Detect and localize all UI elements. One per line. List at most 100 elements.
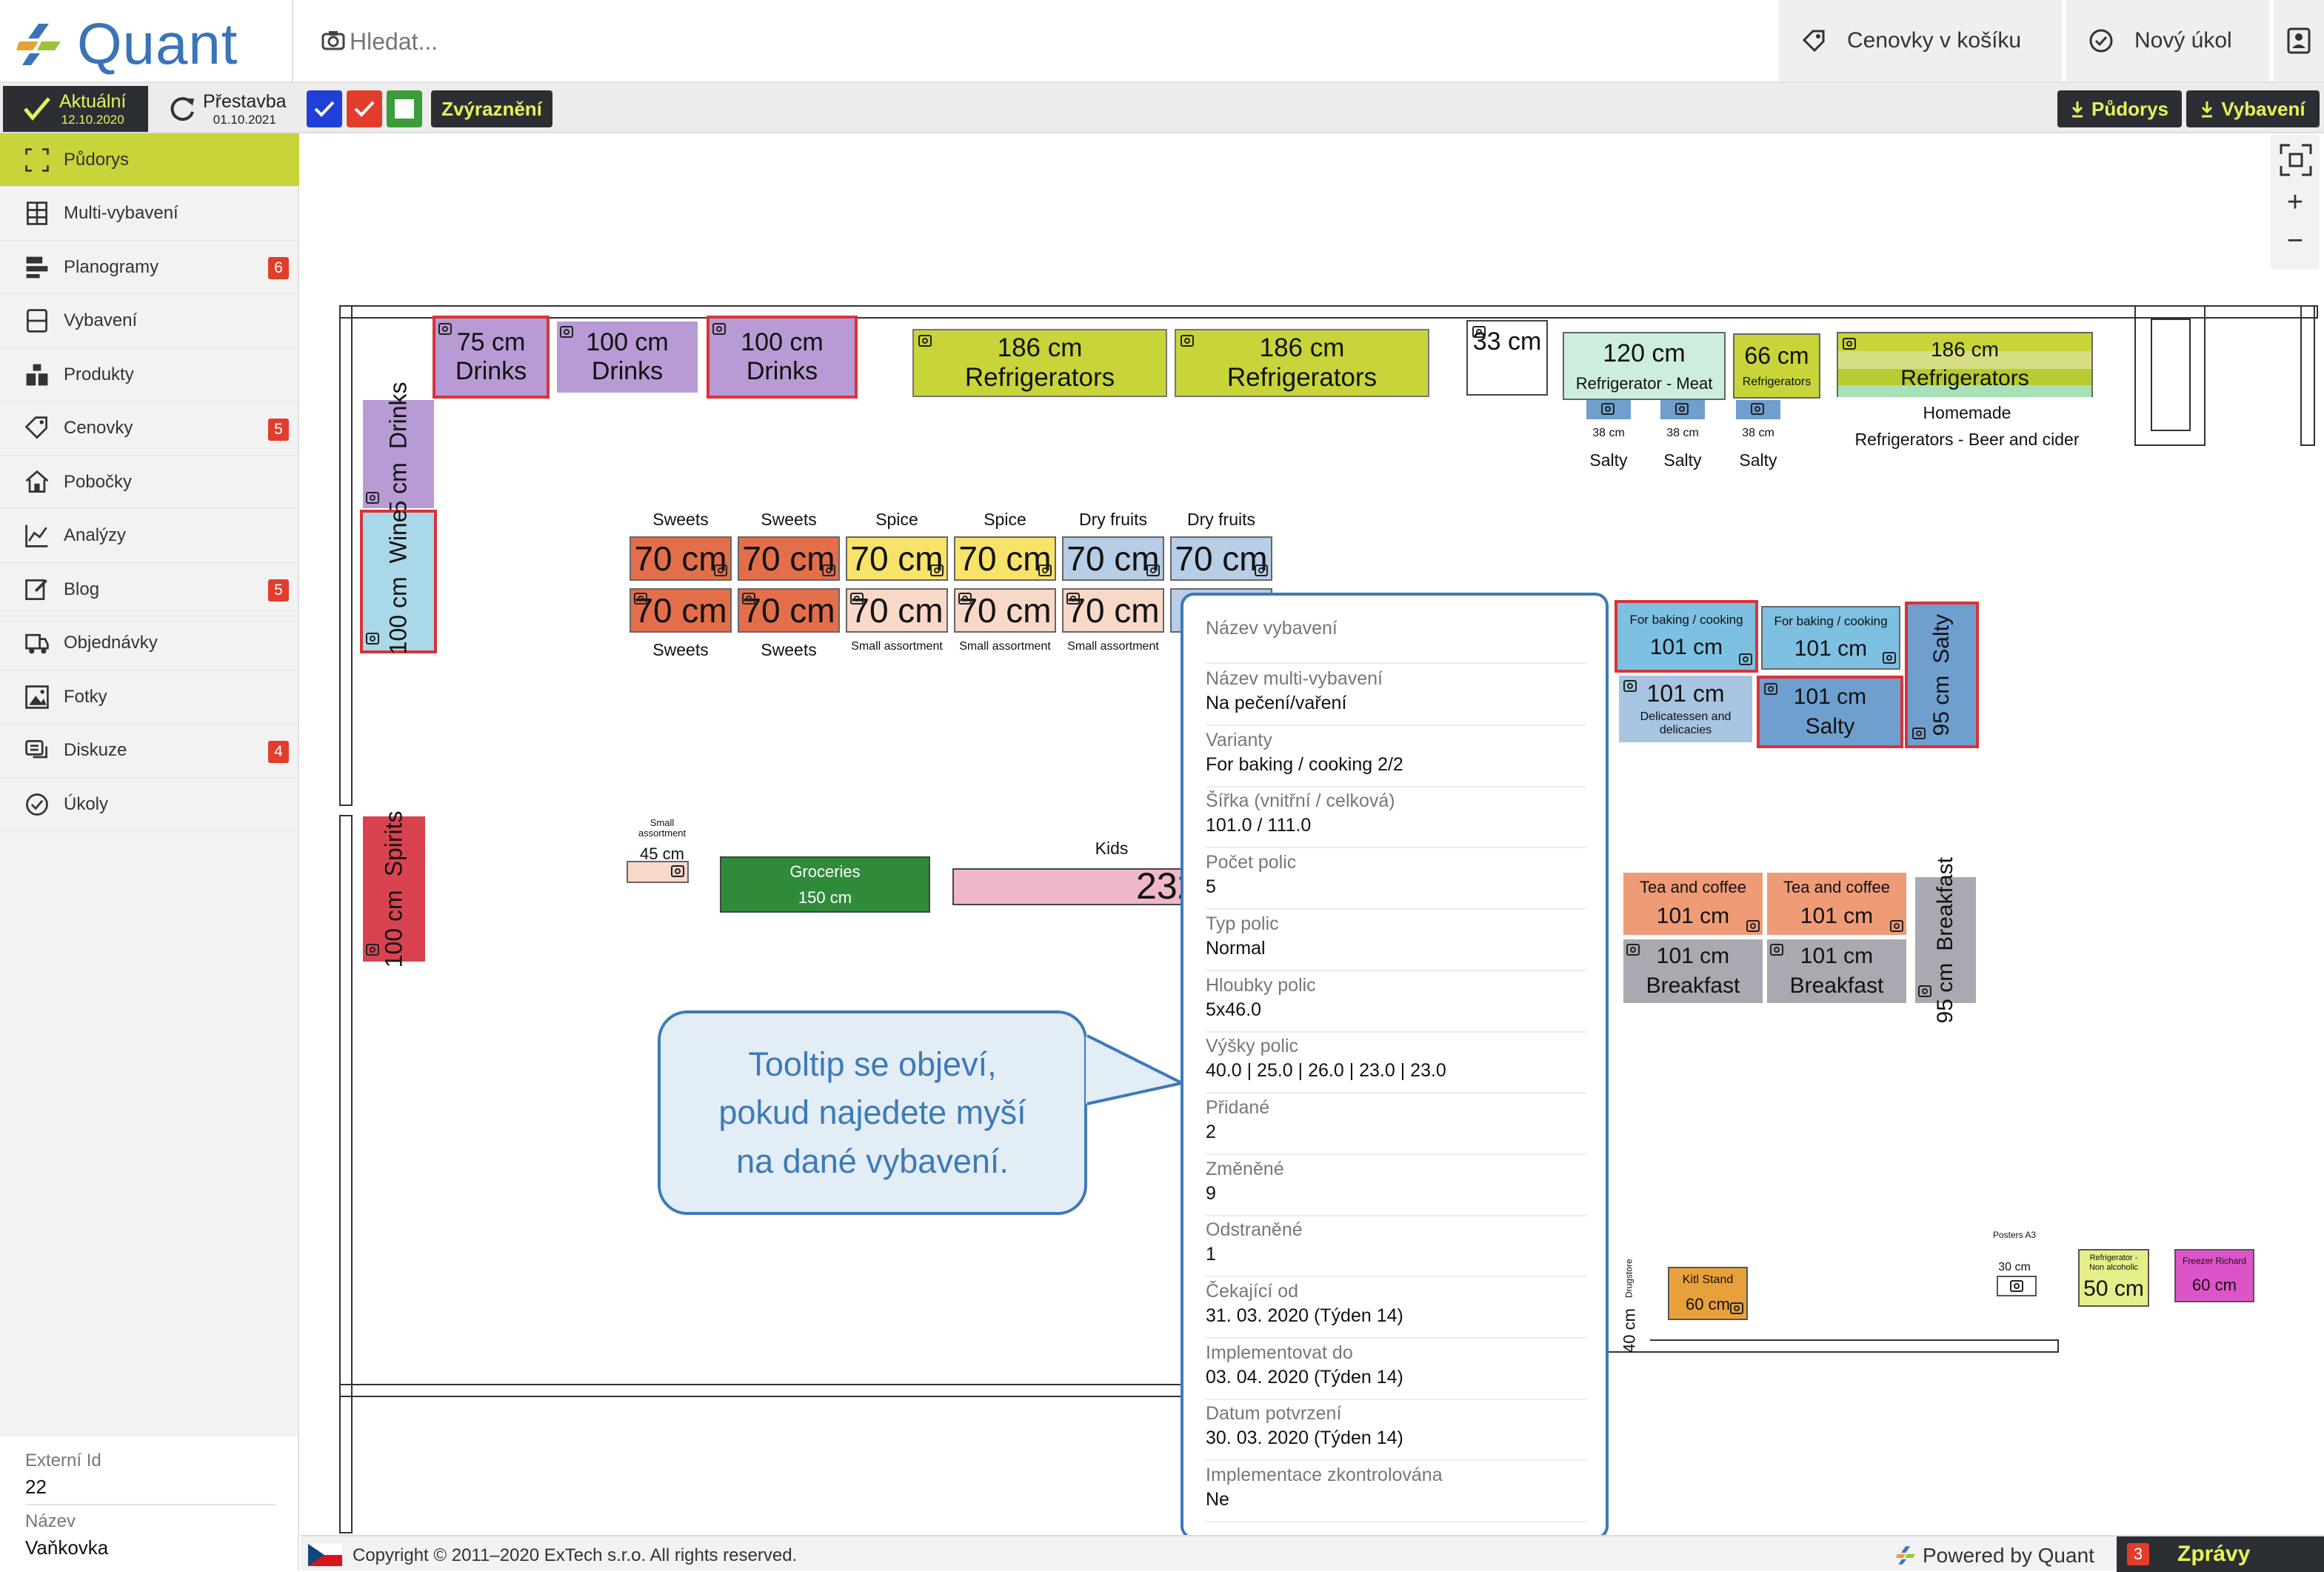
fixture-bottom-row-4[interactable]: 70 cm — [954, 588, 1056, 633]
download-floorplan-button[interactable]: Půdorys — [2057, 90, 2182, 127]
edit-icon — [22, 575, 52, 605]
rebuild-version-button[interactable]: Přestavba 01.10.2021 — [151, 86, 296, 132]
fixture-name: Refrigerators — [1900, 365, 2029, 390]
sidebar-item-label: Úkoly — [64, 793, 109, 814]
search-input[interactable] — [348, 21, 1385, 62]
fixture-top-row-4[interactable]: 70 cm — [954, 536, 1056, 581]
camera-icon — [822, 564, 835, 576]
grid-icon — [22, 199, 52, 228]
fixture-name: Dry fruits — [1079, 510, 1147, 529]
fixture-width: 100 cm — [741, 327, 824, 356]
current-version-button[interactable]: Aktuální 12.10.2020 — [3, 86, 148, 132]
tooltip-row: Šířka (vnitřní / celková)101.0 / 111.0 — [1206, 786, 1586, 849]
tooltip-key: Datum potvrzení — [1206, 1403, 1342, 1425]
sidebar-item-5[interactable]: Produkty — [0, 348, 299, 402]
fixture-bottom-row-2[interactable]: 70 cm — [738, 588, 840, 633]
fixture-small-33[interactable]: 33 cm — [1466, 320, 1548, 396]
fixture-top-row-5[interactable]: 70 cm — [1062, 536, 1164, 581]
fixture-top-row-6[interactable]: 70 cm — [1170, 536, 1272, 581]
fixture-name: Groceries — [789, 862, 861, 881]
fixture-salty-38-1[interactable] — [1586, 400, 1631, 419]
fixture-posters[interactable] — [1997, 1276, 2037, 1296]
czech-flag-icon[interactable] — [308, 1544, 342, 1566]
fixture-name: Tea and coffee — [1783, 878, 1890, 897]
fixture-name: Small assortment — [959, 640, 1051, 653]
highlight-blue-checkbox[interactable] — [307, 90, 342, 127]
camera-icon — [1472, 326, 1486, 338]
quant-logo-icon[interactable] — [16, 22, 64, 65]
sidebar-item-4[interactable]: Vybavení — [0, 295, 299, 348]
fixture-bottom-row-5[interactable]: 70 cm — [1062, 588, 1164, 633]
sidebar-item-7[interactable]: Pobočky — [0, 456, 299, 509]
sidebar-item-10[interactable]: Objednávky — [0, 617, 299, 670]
zoom-in-button[interactable]: + — [2286, 187, 2304, 218]
download-equipment-button[interactable]: Vybavení — [2186, 90, 2320, 127]
fixture-name: Spice — [875, 510, 918, 529]
fixture-width: 70 cm — [958, 539, 1052, 578]
camera-search-icon[interactable] — [321, 30, 345, 50]
new-task-button[interactable]: Nový úkol — [2065, 0, 2269, 81]
sidebar-item-2[interactable]: Multi-vybavení — [0, 187, 299, 241]
fit-screen-icon[interactable] — [2278, 142, 2314, 178]
messages-button[interactable]: 3 Zprávy — [2117, 1536, 2324, 1572]
logo-text[interactable]: Quant — [77, 11, 238, 76]
fixture-bottom-row-3[interactable]: 70 cm — [846, 588, 948, 633]
fixture-bottom-row-1[interactable]: 70 cm — [630, 588, 732, 633]
user-profile-button[interactable] — [2272, 0, 2324, 81]
highlight-button[interactable]: Zvýraznění — [431, 90, 552, 127]
zoom-out-button[interactable]: − — [2286, 225, 2304, 256]
tooltip-key: Výšky polic — [1206, 1036, 1299, 1057]
rebuild-version-date: 01.10.2021 — [213, 112, 276, 127]
fixture-name: Kitl Stand — [1682, 1273, 1734, 1287]
fixture-small-assortment-45[interactable] — [627, 861, 689, 883]
fixture-top-row-2[interactable]: 70 cm — [738, 536, 840, 581]
highlight-green-checkbox[interactable] — [387, 90, 422, 127]
sidebar-item-1[interactable]: Půdorys — [0, 133, 299, 187]
fixture-top-row-3[interactable]: 70 cm — [846, 536, 948, 581]
fixture-width: 186 cm — [997, 333, 1083, 362]
powered-by-text[interactable]: Powered by Quant — [1923, 1544, 2094, 1567]
fixture-salty-38-3[interactable] — [1736, 400, 1780, 419]
highlight-red-checkbox[interactable] — [347, 90, 382, 127]
callout-line-1: Tooltip se objeví, — [748, 1045, 997, 1084]
sidebar-item-11[interactable]: Fotky — [0, 670, 299, 724]
cart-tags-button[interactable]: Cenovky v košíku — [1777, 0, 2062, 81]
sidebar-item-8[interactable]: Analýzy — [0, 510, 299, 563]
fixture-salty-38-2[interactable] — [1660, 400, 1705, 419]
fixture-top-row-1[interactable]: 70 cm — [630, 536, 732, 581]
sidebar-item-13[interactable]: Úkoly — [0, 778, 299, 831]
